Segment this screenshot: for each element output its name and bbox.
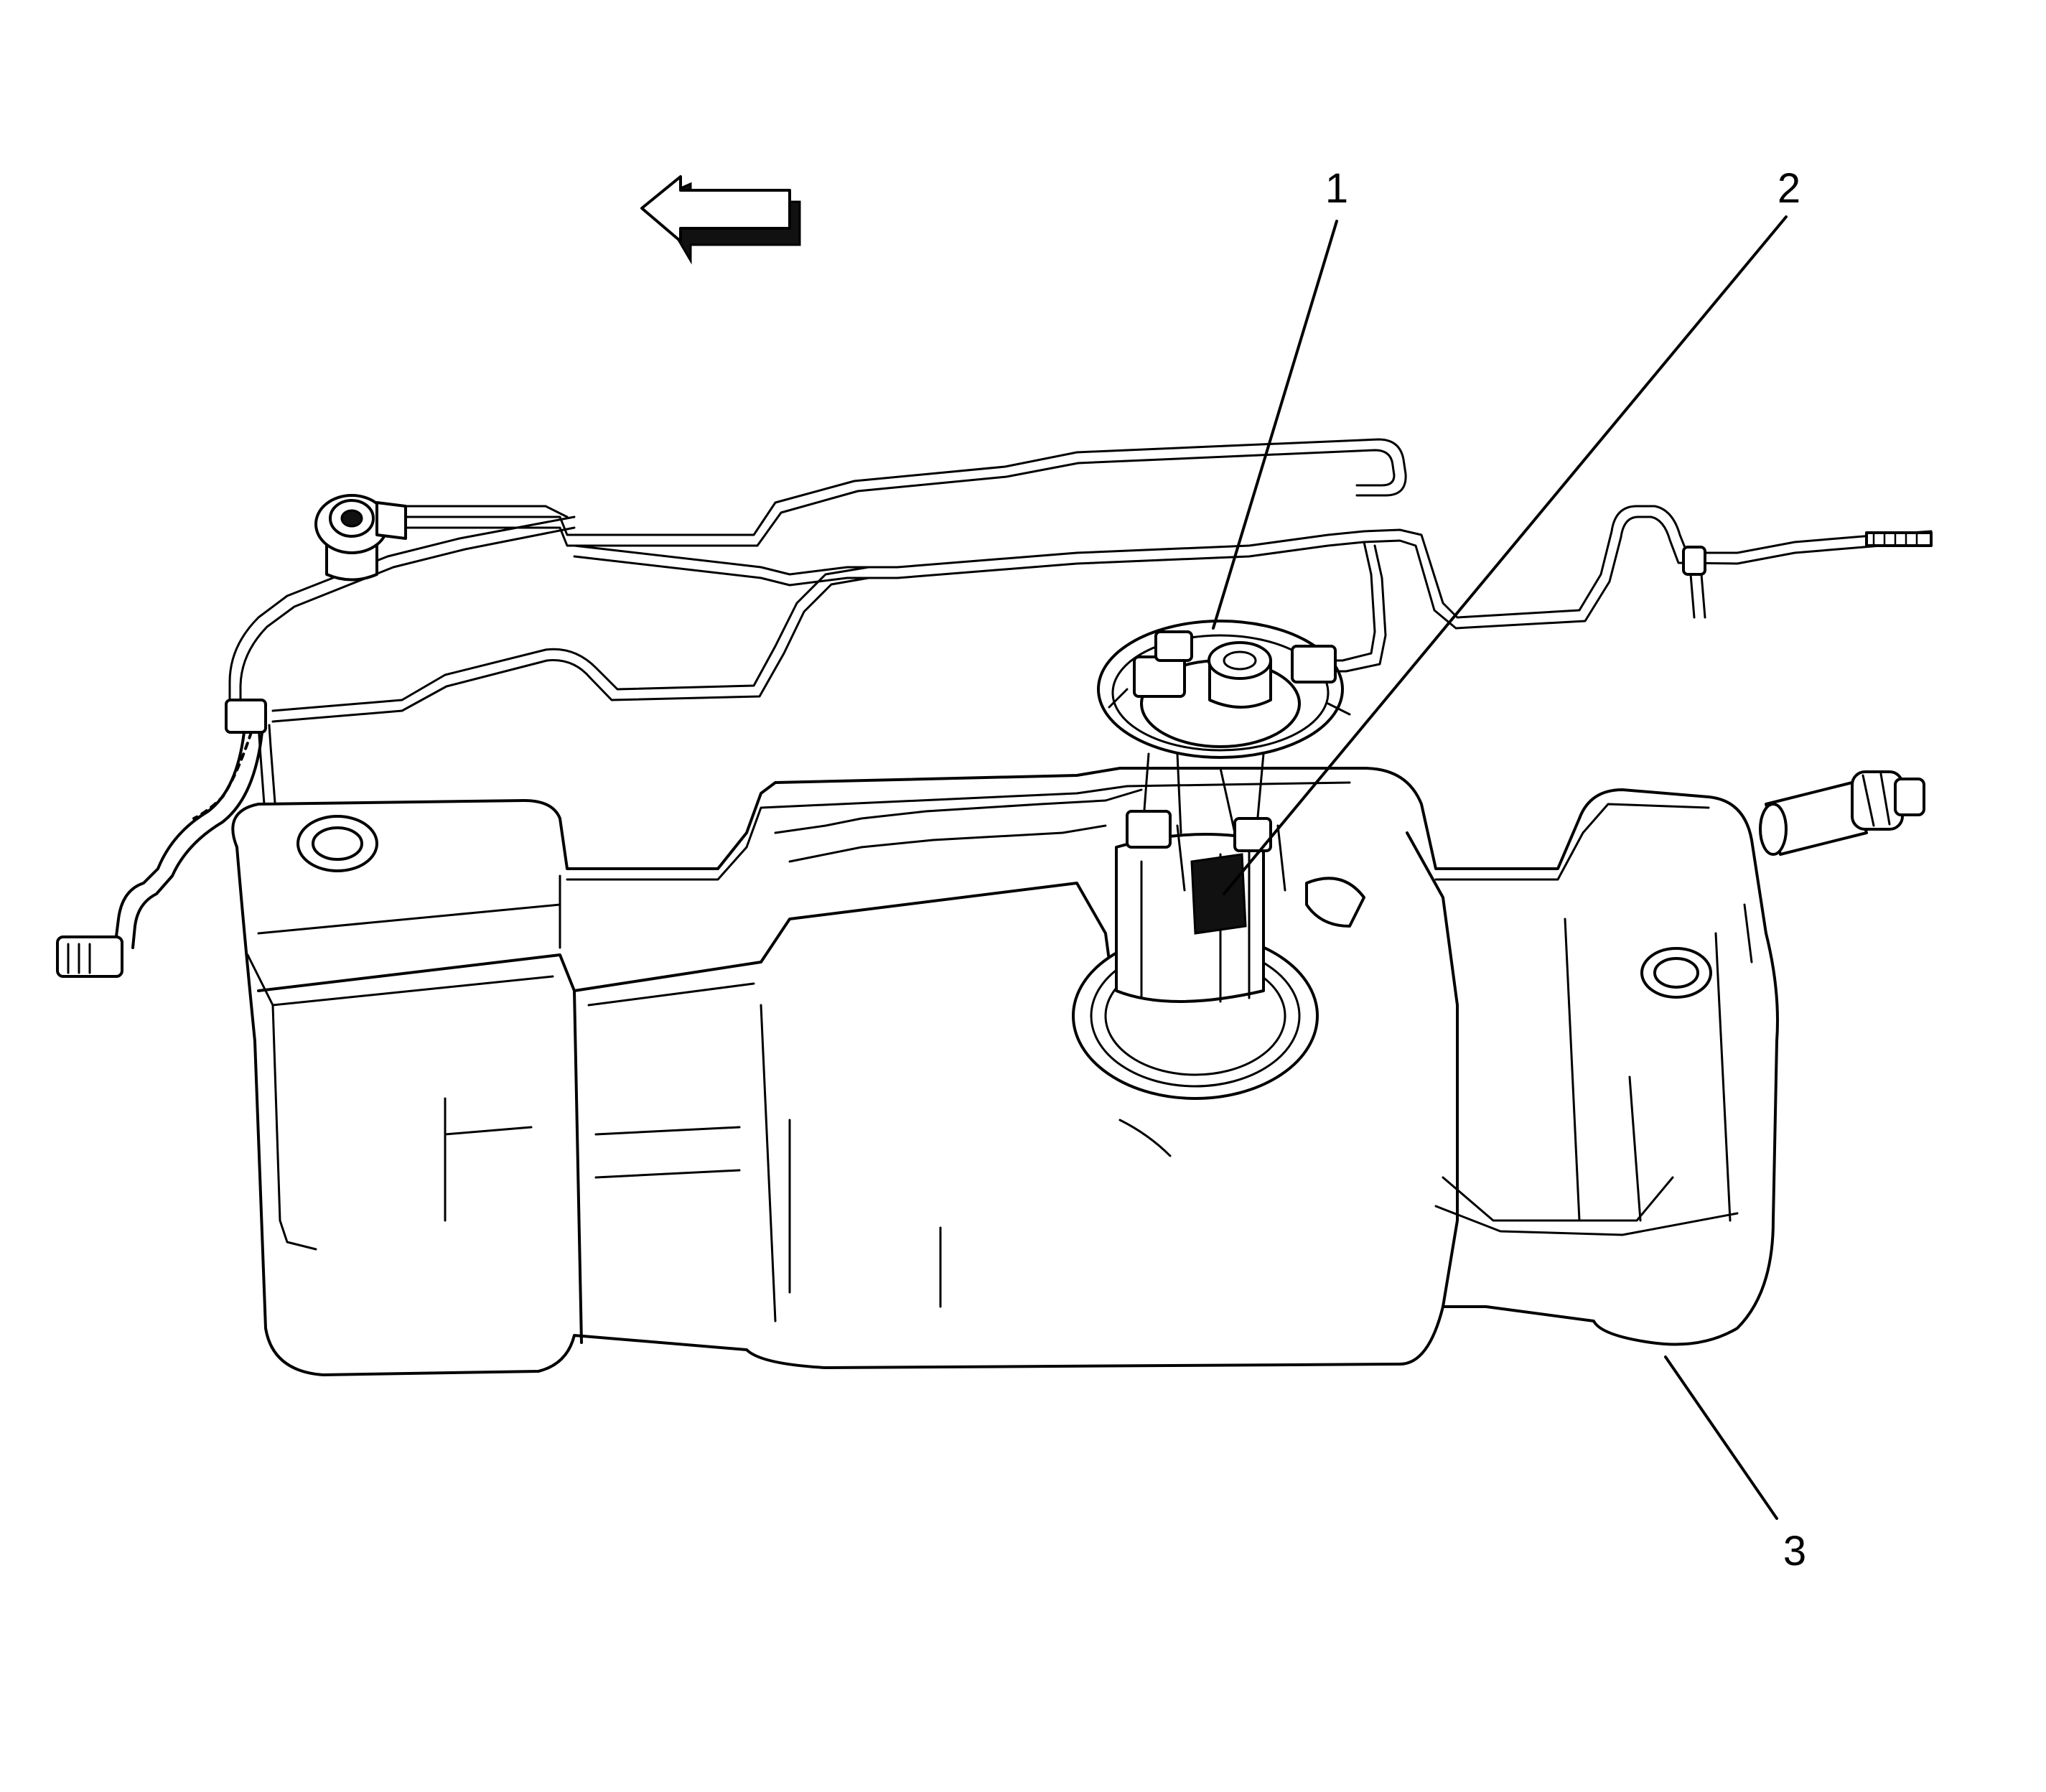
callout-label-2: 2 — [1778, 165, 1800, 212]
callout-label-3: 3 — [1783, 1528, 1806, 1574]
callout-label-1: 1 — [1325, 165, 1348, 212]
pressure-sensor — [1759, 770, 1925, 856]
arrow-left-icon — [640, 175, 801, 265]
leader-lines — [1212, 215, 1788, 1520]
fuel-tank — [231, 767, 1779, 1376]
fuel-pump-module — [1097, 620, 1365, 1003]
callout-1: 1 — [1325, 165, 1348, 212]
callout-3: 3 — [1783, 1528, 1806, 1574]
callout-2: 2 — [1778, 165, 1800, 212]
vent-valve — [314, 494, 407, 582]
fuel-lines — [228, 438, 1933, 827]
